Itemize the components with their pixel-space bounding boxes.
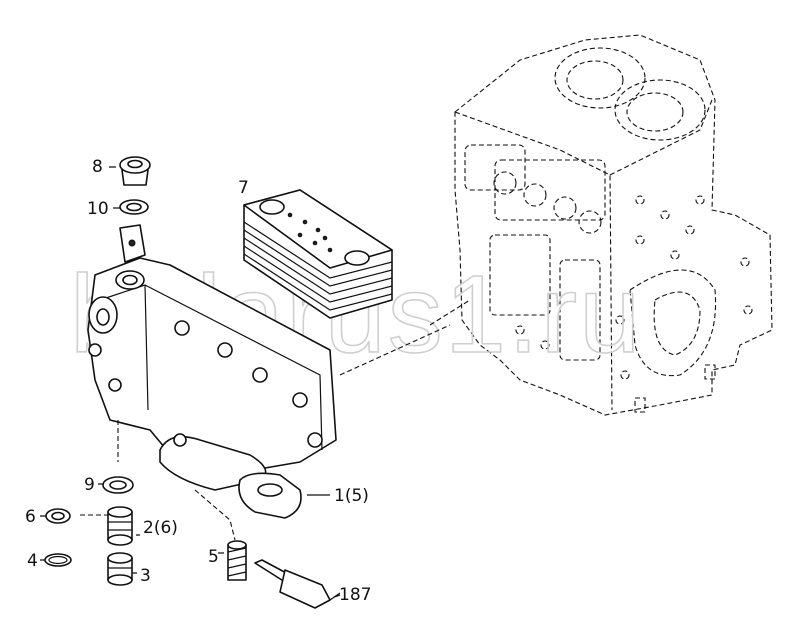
part-label-3: 3 [140, 566, 151, 586]
plug-part-3 [107, 552, 133, 586]
part-label-1: 1(5) [334, 486, 369, 506]
part-label-5: 5 [208, 547, 219, 567]
part-label-6: 6 [25, 507, 36, 527]
plug-part-2 [107, 506, 133, 546]
part-labels: 8 10 7 9 1(5) 6 2(6) 4 3 5 187 [25, 157, 371, 605]
tool-part-187 [254, 559, 341, 609]
washer-part-6 [45, 508, 71, 524]
part-label-10: 10 [87, 199, 109, 219]
engine-block [454, 34, 773, 416]
part-label-9: 9 [84, 475, 95, 495]
part-label-4: 4 [27, 551, 38, 571]
o-ring-part-4 [44, 553, 72, 567]
part-label-187: 187 [339, 585, 371, 605]
plug-part-8 [119, 156, 151, 186]
washer-part-10 [119, 199, 149, 215]
oil-cooler-core [243, 189, 393, 319]
part-label-7: 7 [238, 178, 249, 198]
leader-lines [80, 299, 471, 541]
part-label-8: 8 [92, 157, 103, 177]
washer-part-9 [102, 476, 134, 494]
spring-part-5 [227, 540, 247, 581]
part-label-2: 2(6) [143, 518, 178, 538]
oil-cooler-housing [87, 224, 337, 519]
